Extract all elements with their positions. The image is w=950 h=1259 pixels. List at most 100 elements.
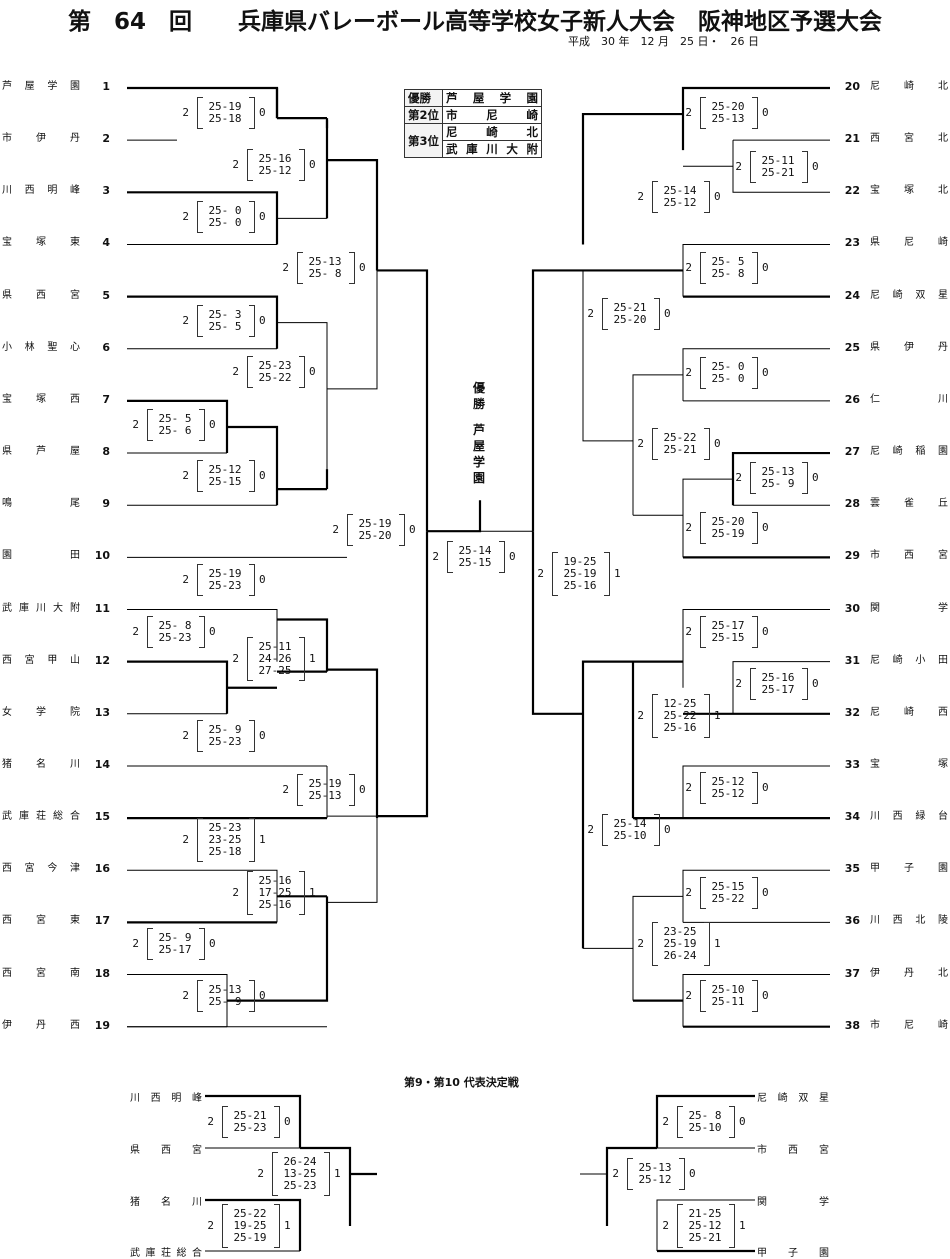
set-score: 25- 8 xyxy=(711,267,745,280)
set-score: 25-23 xyxy=(158,631,192,644)
team-number: 25 xyxy=(844,340,860,354)
team-name: 県尼崎 xyxy=(870,237,948,249)
winner-sets: 2 xyxy=(232,365,239,378)
bracket-line xyxy=(632,374,683,516)
set-score: 12-25 xyxy=(663,697,697,710)
set-score: 25-14 xyxy=(458,544,492,557)
score-bracket xyxy=(347,514,405,546)
team-number: 7 xyxy=(102,392,110,406)
bracket-line xyxy=(531,531,583,715)
set-score: 25-17 xyxy=(158,943,192,956)
team-number: 5 xyxy=(102,288,110,302)
set-score: 25-14 xyxy=(613,817,647,830)
set-score: 25-21 xyxy=(761,166,795,179)
team-name: 西宮甲山 xyxy=(2,654,80,666)
winner-sets: 2 xyxy=(685,781,692,794)
team-number: 16 xyxy=(94,862,110,876)
team-name: 武庫川大附 xyxy=(2,602,80,614)
winner-sets: 2 xyxy=(182,729,189,742)
team-name: 県西宮 xyxy=(2,289,80,301)
loser-sets: 1 xyxy=(334,1167,341,1180)
winner-sets: 2 xyxy=(637,937,644,950)
set-score: 23-25 xyxy=(208,833,242,846)
bracket-line xyxy=(732,140,830,193)
team-number: 20 xyxy=(844,80,860,93)
loser-sets: 0 xyxy=(259,573,266,586)
champion-title: 優勝 xyxy=(472,381,485,411)
set-score: 25- 0 xyxy=(208,204,242,217)
team-number: 27 xyxy=(844,445,860,459)
loser-sets: 0 xyxy=(689,1167,696,1180)
team-number: 1 xyxy=(102,80,110,93)
winner-sets: 2 xyxy=(612,1167,619,1180)
bracket-line xyxy=(632,895,683,1001)
set-score: 25-23 xyxy=(283,1179,317,1192)
team-name: 川西緑台 xyxy=(870,811,948,823)
set-score: 25-13 xyxy=(308,255,342,268)
set-score: 25-19 xyxy=(233,1231,267,1244)
winner-sets: 2 xyxy=(132,937,139,950)
set-score: 25- 0 xyxy=(208,216,242,229)
set-score: 25-16 xyxy=(563,579,597,592)
set-score: 13-25 xyxy=(283,1167,317,1180)
team-name: 伊丹北 xyxy=(870,967,948,979)
bracket-line xyxy=(682,348,830,401)
bracket-line xyxy=(327,270,378,390)
place-label: 第2位 xyxy=(403,106,444,124)
loser-sets: 0 xyxy=(259,469,266,482)
set-score: 25- 8 xyxy=(308,267,342,280)
team-name: 宝塚 xyxy=(870,758,948,770)
score-bracket xyxy=(652,181,710,213)
set-score: 25- 0 xyxy=(711,360,745,373)
set-score: 25-22 xyxy=(663,431,697,444)
set-score: 25- 9 xyxy=(761,477,795,490)
consolation-team: 川西明峰 xyxy=(130,1093,202,1104)
winner-sets: 2 xyxy=(232,158,239,171)
loser-sets: 0 xyxy=(664,823,671,836)
score-bracket xyxy=(602,298,660,330)
set-score: 25-16 xyxy=(761,671,795,684)
set-score: 25-10 xyxy=(711,983,745,996)
team-name: 園田 xyxy=(2,550,80,562)
bracket-line xyxy=(581,112,683,245)
score-bracket xyxy=(627,1158,685,1190)
team-name: 西宮東 xyxy=(2,915,80,927)
standing-row: 第3位 尼崎北 xyxy=(403,123,543,158)
winner-sets: 2 xyxy=(685,521,692,534)
score-bracket xyxy=(197,305,255,337)
set-score: 21-25 xyxy=(688,1207,722,1220)
set-score: 25-13 xyxy=(208,983,242,996)
score-bracket xyxy=(147,928,205,960)
loser-sets: 0 xyxy=(739,1115,746,1128)
score-bracket xyxy=(750,668,808,700)
winner-sets: 2 xyxy=(182,573,189,586)
final-standings-table: 優勝 芦屋学園 第2位 市尼崎 第3位 尼崎北 武庫川大附 xyxy=(403,89,543,158)
set-score: 25- 0 xyxy=(711,372,745,385)
bracket-line xyxy=(127,660,229,714)
team-name: 尼崎稲園 xyxy=(870,446,948,458)
loser-sets: 0 xyxy=(409,523,416,536)
set-score: 25-10 xyxy=(613,829,647,842)
team-name: 市尼崎 xyxy=(870,1019,948,1031)
